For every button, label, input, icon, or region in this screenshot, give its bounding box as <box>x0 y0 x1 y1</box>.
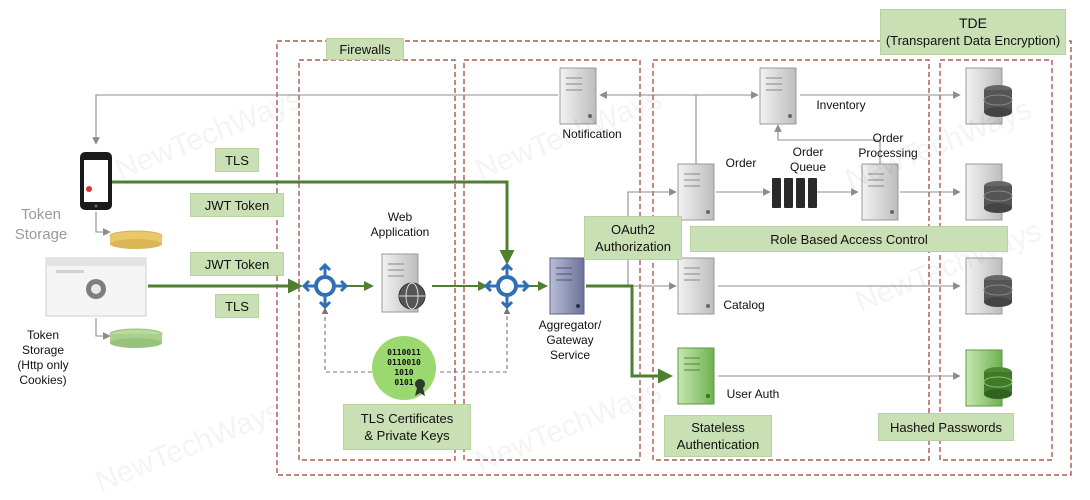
cookie-storage-icon <box>109 328 163 348</box>
web-application-label: Web Application <box>370 210 430 239</box>
outer-boundary <box>276 40 1072 476</box>
jwt-label-top: JWT Token <box>190 193 284 217</box>
binary-text: 0110011 0110010 1010 0101 <box>387 348 421 387</box>
notification-server-icon <box>559 67 597 125</box>
aggregator-server-icon <box>549 257 585 315</box>
cert-to-firewall-router <box>321 307 372 373</box>
order-label: Order <box>725 156 757 170</box>
order-processing-label: Order Processing <box>858 131 918 160</box>
tde-zone <box>939 59 1053 461</box>
secure-flows <box>112 180 673 384</box>
firewall-router-icon <box>301 262 349 310</box>
mobile-to-gateway-flow <box>112 180 515 265</box>
rbac-label: Role Based Access Control <box>690 226 1008 252</box>
notification-to-mobile-arrow <box>92 94 558 145</box>
cookie-storage-label: Token Storage (Http only Cookies) <box>17 328 69 387</box>
inventory-server-icon <box>759 67 797 125</box>
gateway-router-icon <box>483 262 531 310</box>
services-zone <box>652 59 930 461</box>
firewall-zone <box>298 59 456 461</box>
user-auth-server-icon <box>677 347 715 405</box>
mobile-to-token-storage-arrow <box>95 212 111 236</box>
tls-label-top: TLS <box>215 148 259 172</box>
inventory-db-icon <box>965 67 1013 125</box>
hashed-passwords-label: Hashed Passwords <box>878 413 1014 441</box>
jwt-label-bottom: JWT Token <box>190 252 284 276</box>
cert-connectors <box>321 307 511 373</box>
gateway-zone <box>463 59 641 461</box>
catalog-db-icon <box>965 257 1013 315</box>
notification-label: Notification <box>562 127 622 141</box>
gateway-to-userauth-flow <box>586 284 673 384</box>
tde-label: TDE (Transparent Data Encryption) <box>880 9 1066 55</box>
web-application-server-icon <box>381 253 426 313</box>
processing-to-inventory-arrow <box>774 124 881 165</box>
token-storage-label: Token Storage <box>14 206 68 243</box>
stateless-auth-label: Stateless Authentication <box>664 415 772 457</box>
certificate-icon <box>372 336 436 400</box>
order-server-icon <box>677 163 715 221</box>
architecture-diagram <box>45 40 1072 476</box>
token-storage-icon <box>109 230 163 249</box>
tls-certificates-label: TLS Certificates & Private Keys <box>343 404 471 450</box>
order-queue-label: Order Queue <box>789 145 827 174</box>
firewalls-label: Firewalls <box>326 38 404 60</box>
user-auth-db-icon <box>965 349 1013 407</box>
catalog-label: Catalog <box>723 298 765 312</box>
zones <box>276 40 1072 476</box>
order-processing-server-icon <box>861 163 899 221</box>
catalog-server-icon <box>677 257 715 315</box>
mobile-phone-icon <box>80 152 112 210</box>
tls-label-bottom: TLS <box>215 294 259 318</box>
inventory-label: Inventory <box>816 98 866 112</box>
aggregator-label: Aggregator/ Gateway Service <box>538 318 602 362</box>
order-db-icon <box>965 163 1013 221</box>
tde-title: TDE <box>959 15 987 31</box>
user-auth-label: User Auth <box>726 387 780 401</box>
browser-window-icon <box>45 257 147 317</box>
order-queue-icon <box>772 178 817 208</box>
tde-subtitle: (Transparent Data Encryption) <box>885 33 1061 48</box>
cert-to-gateway-router <box>440 307 511 373</box>
oauth-label: OAuth2 Authorization <box>584 216 682 260</box>
browser-to-cookie-storage-arrow <box>95 318 111 340</box>
